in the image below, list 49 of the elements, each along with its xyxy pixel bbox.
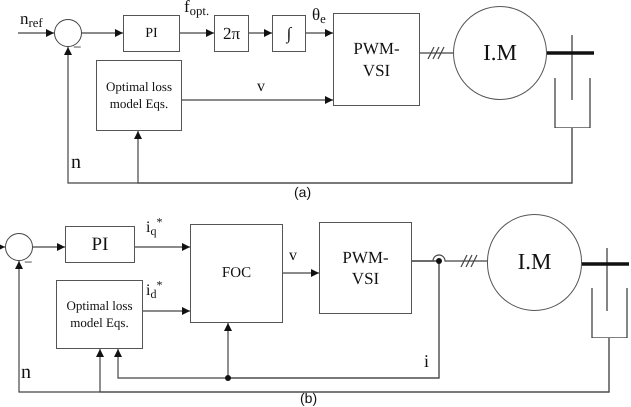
block [333,13,420,106]
arrow [180,29,214,37]
arrow [306,29,333,37]
arrow [0,243,5,251]
block [56,280,143,349]
block-label: PWM-VSI [352,38,401,81]
panel-caption: (b) [300,391,318,405]
block [214,15,249,52]
summing-junction [5,233,33,261]
block-label: Optimal loss model Eqs. [105,79,173,112]
edge-label: n [21,362,31,382]
arrow [143,307,190,315]
arrow [135,243,190,251]
minus-sign: − [73,41,82,56]
block-label: I.M [483,38,517,67]
edge-label: v [257,79,265,95]
arrow [224,260,440,379]
block-label: ∫ [286,22,292,44]
arrow [283,269,319,277]
block-label: I.M [518,248,552,276]
edge-label: θ$_{e}$ [312,6,326,23]
edge-label: v [289,248,297,264]
block-label: FOC [222,264,252,283]
block-label: 2π [222,22,240,44]
block [65,226,135,263]
minus-sign: − [24,256,32,271]
panel-caption: (a) [294,185,312,199]
arrow [249,29,272,37]
arrow [182,96,333,104]
arrow [33,243,65,251]
block [319,222,412,314]
block [272,15,306,52]
shaft [547,51,553,55]
edge-label: n$_{ref}$ [20,10,43,27]
block [96,60,182,131]
summing-junction [54,19,82,47]
shaft [582,262,590,266]
arrow [18,29,54,37]
edge-label: i [424,352,430,370]
block [190,224,283,323]
block-label: PWM-VSI [341,246,390,290]
arrow [134,128,573,184]
block-label: PI [145,24,158,42]
edge-label: n [71,152,81,172]
block-label: PI [92,232,108,256]
block-label: Optimal loss model Eqs. [66,298,134,331]
arrow [82,29,123,37]
arrow [96,338,610,393]
block [123,15,180,52]
